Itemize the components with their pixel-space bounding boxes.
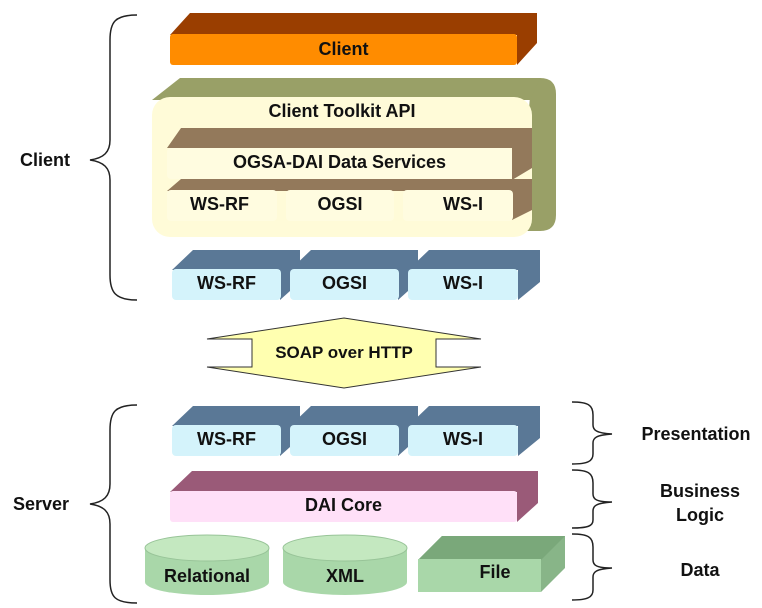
- xml-label: XML: [326, 566, 364, 586]
- client-protocol-ws-rf: WS-RF: [197, 273, 256, 293]
- file-label: File: [479, 562, 511, 582]
- server-protocol-ws-i: WS-I: [443, 429, 483, 449]
- services-label: OGSA-DAI Data Services: [232, 152, 447, 172]
- dai-core-box: [170, 471, 538, 522]
- client-brace: [89, 14, 138, 301]
- client-box: [170, 13, 537, 65]
- services-box: [167, 128, 532, 220]
- tier-data-label: Data: [680, 560, 720, 580]
- client-group-label: Client: [19, 150, 70, 170]
- dai-core-label: DAI Core: [304, 495, 382, 515]
- file-box: [418, 536, 565, 592]
- presentation-brace: [571, 401, 613, 465]
- server-brace: [89, 404, 138, 604]
- toolkit-label: Client Toolkit API: [268, 101, 416, 121]
- tier-business-logic-label: Business Logic: [659, 481, 741, 525]
- xml-cylinder: [282, 534, 408, 595]
- client-protocol-ws-i: WS-I: [443, 273, 483, 293]
- server-group-label: Server: [12, 494, 70, 514]
- toolkit-protocol-ogsi: OGSI: [317, 194, 363, 214]
- relational-cylinder: [144, 534, 270, 595]
- server-protocol-ws-rf: WS-RF: [197, 429, 256, 449]
- data-brace: [571, 533, 613, 601]
- toolkit-protocol-ws-i: WS-I: [443, 194, 483, 214]
- business-logic-brace: [571, 469, 613, 529]
- soap-label: SOAP over HTTP: [275, 343, 413, 362]
- client-protocol-ogsi: OGSI: [321, 273, 367, 293]
- toolkit-protocol-ws-rf: WS-RF: [190, 194, 249, 214]
- client-protocol-blocks: [172, 250, 540, 300]
- server-protocol-ogsi: OGSI: [321, 429, 367, 449]
- client-box-label: Client: [318, 39, 369, 59]
- server-protocol-blocks: [172, 406, 540, 456]
- tier-presentation-label: Presentation: [641, 424, 751, 444]
- toolkit-protocols: [167, 190, 513, 221]
- relational-label: Relational: [163, 566, 251, 586]
